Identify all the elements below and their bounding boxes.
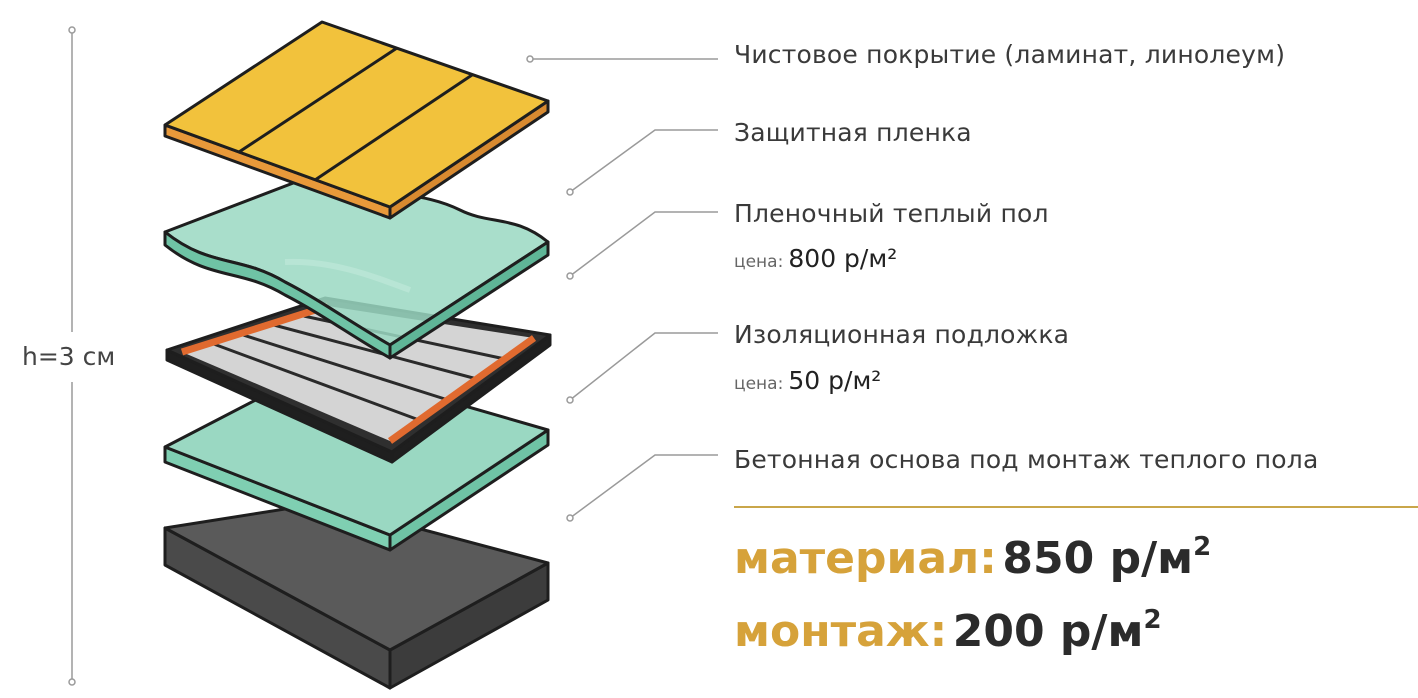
layer-label-finish-coating: Чистовое покрытие (ламинат, линолеум) <box>734 40 1286 69</box>
leader-lines <box>526 55 718 522</box>
heating-film-price: цена: 800 р/м² <box>734 244 897 273</box>
insulation-price: цена: 50 р/м² <box>734 366 881 395</box>
layer-label-heating-film: Пленочный теплый пол <box>734 199 1049 228</box>
protective-film-layer <box>163 170 550 360</box>
price-value: 800 р/м² <box>788 244 898 273</box>
layer-label-concrete-base: Бетонная основа под монтаж теплого пола <box>734 445 1319 474</box>
montage-total-label: монтаж: <box>734 606 948 657</box>
layer-label-insulation: Изоляционная подложка <box>734 320 1070 349</box>
height-dimension-line <box>68 26 76 686</box>
montage-total: монтаж: 200 р/м2 <box>734 605 1162 657</box>
montage-total-value: 200 р/м2 <box>952 605 1162 657</box>
material-total-value: 850 р/м2 <box>1002 532 1212 584</box>
heating-film-layer <box>165 296 552 464</box>
laminate-layer <box>163 20 550 220</box>
totals-separator <box>734 506 1418 508</box>
concrete-base-layer <box>163 501 550 690</box>
price-prefix: цена: <box>734 374 784 394</box>
material-total-label: материал: <box>734 533 997 584</box>
material-total: материал: 850 р/м2 <box>734 532 1211 584</box>
price-prefix: цена: <box>734 252 784 272</box>
height-label: h=3 см <box>22 342 116 371</box>
layer-label-protective-film: Защитная пленка <box>734 118 972 147</box>
price-value: 50 р/м² <box>788 366 882 395</box>
